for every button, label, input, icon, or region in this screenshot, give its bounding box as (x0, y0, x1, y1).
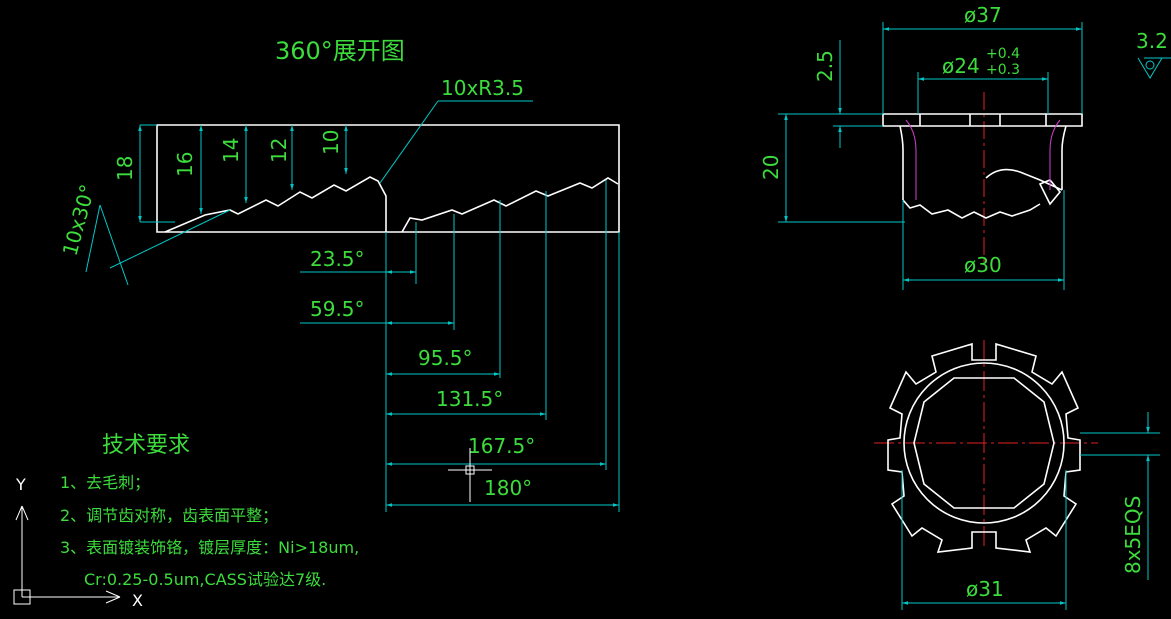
section-view: ø37 ø24 +0.4 +0.3 2.5 20 ø30 3.2 (759, 3, 1171, 290)
body-bottom-teeth (902, 199, 1041, 219)
inner-polygon (913, 377, 1055, 509)
height-14: 14 (219, 138, 243, 163)
ucs-y-label: Y (15, 475, 26, 494)
tooth-profile-left (164, 176, 387, 233)
requirement-3: 3、表面镀装饰铬，镀层厚度：Ni>18um, (60, 538, 359, 557)
slots-note: 8x5EQS (1121, 496, 1145, 574)
roughness-icon (1137, 57, 1171, 79)
requirement-3-cont: Cr:0.25-0.5um,CASS试验达7级. (84, 570, 326, 589)
angle-95-5: 95.5° (418, 346, 473, 370)
section-height: 20 (759, 155, 783, 180)
height-16: 16 (173, 152, 197, 177)
body-outline (899, 125, 1067, 200)
angle-59-5: 59.5° (310, 297, 365, 321)
tolerance-upper: +0.4 (986, 46, 1020, 62)
inner-diameter: ø24 (942, 54, 980, 78)
requirement-1: 1、去毛刺； (60, 473, 150, 492)
height-18: 18 (113, 156, 137, 181)
flange (882, 113, 1083, 127)
height-12: 12 (267, 138, 291, 163)
requirements-heading: 技术要求 (102, 433, 190, 458)
tooth-profile-right (401, 177, 619, 233)
top-view: 8x5EQS ø31 (874, 340, 1160, 610)
roughness-value: 3.2 (1136, 29, 1168, 53)
development-title: 360°展开图 (275, 37, 405, 65)
angle-167-5: 167.5° (468, 434, 535, 458)
ucs-x-label: X (132, 591, 143, 610)
technical-requirements: 技术要求 1、去毛刺； 2、调节齿对称，齿表面平整； 3、表面镀装饰铬，镀层厚度… (60, 433, 359, 589)
radius-leader (379, 100, 533, 184)
angle-180: 180° (484, 476, 532, 500)
crosshair-cursor (448, 448, 492, 502)
chamfer-leader (85, 204, 231, 286)
bottom-diameter: ø30 (964, 253, 1002, 277)
radius-note: 10xR3.5 (441, 76, 524, 100)
outer-diameter: ø37 (964, 3, 1002, 27)
ucs-icon: Y X (13, 475, 143, 610)
slotted-ring-outer (887, 342, 1081, 553)
height-10: 10 (319, 130, 343, 155)
ring-mid-circle (903, 362, 1065, 524)
angle-131-5: 131.5° (436, 387, 503, 411)
top-diameter: ø31 (966, 577, 1004, 601)
chamfer-note: 10x30° (58, 182, 100, 258)
requirement-2: 2、调节齿对称，齿表面平整； (60, 506, 278, 525)
angle-23-5: 23.5° (310, 247, 365, 271)
flange-thickness: 2.5 (813, 50, 837, 82)
tolerance-lower: +0.3 (986, 62, 1020, 78)
